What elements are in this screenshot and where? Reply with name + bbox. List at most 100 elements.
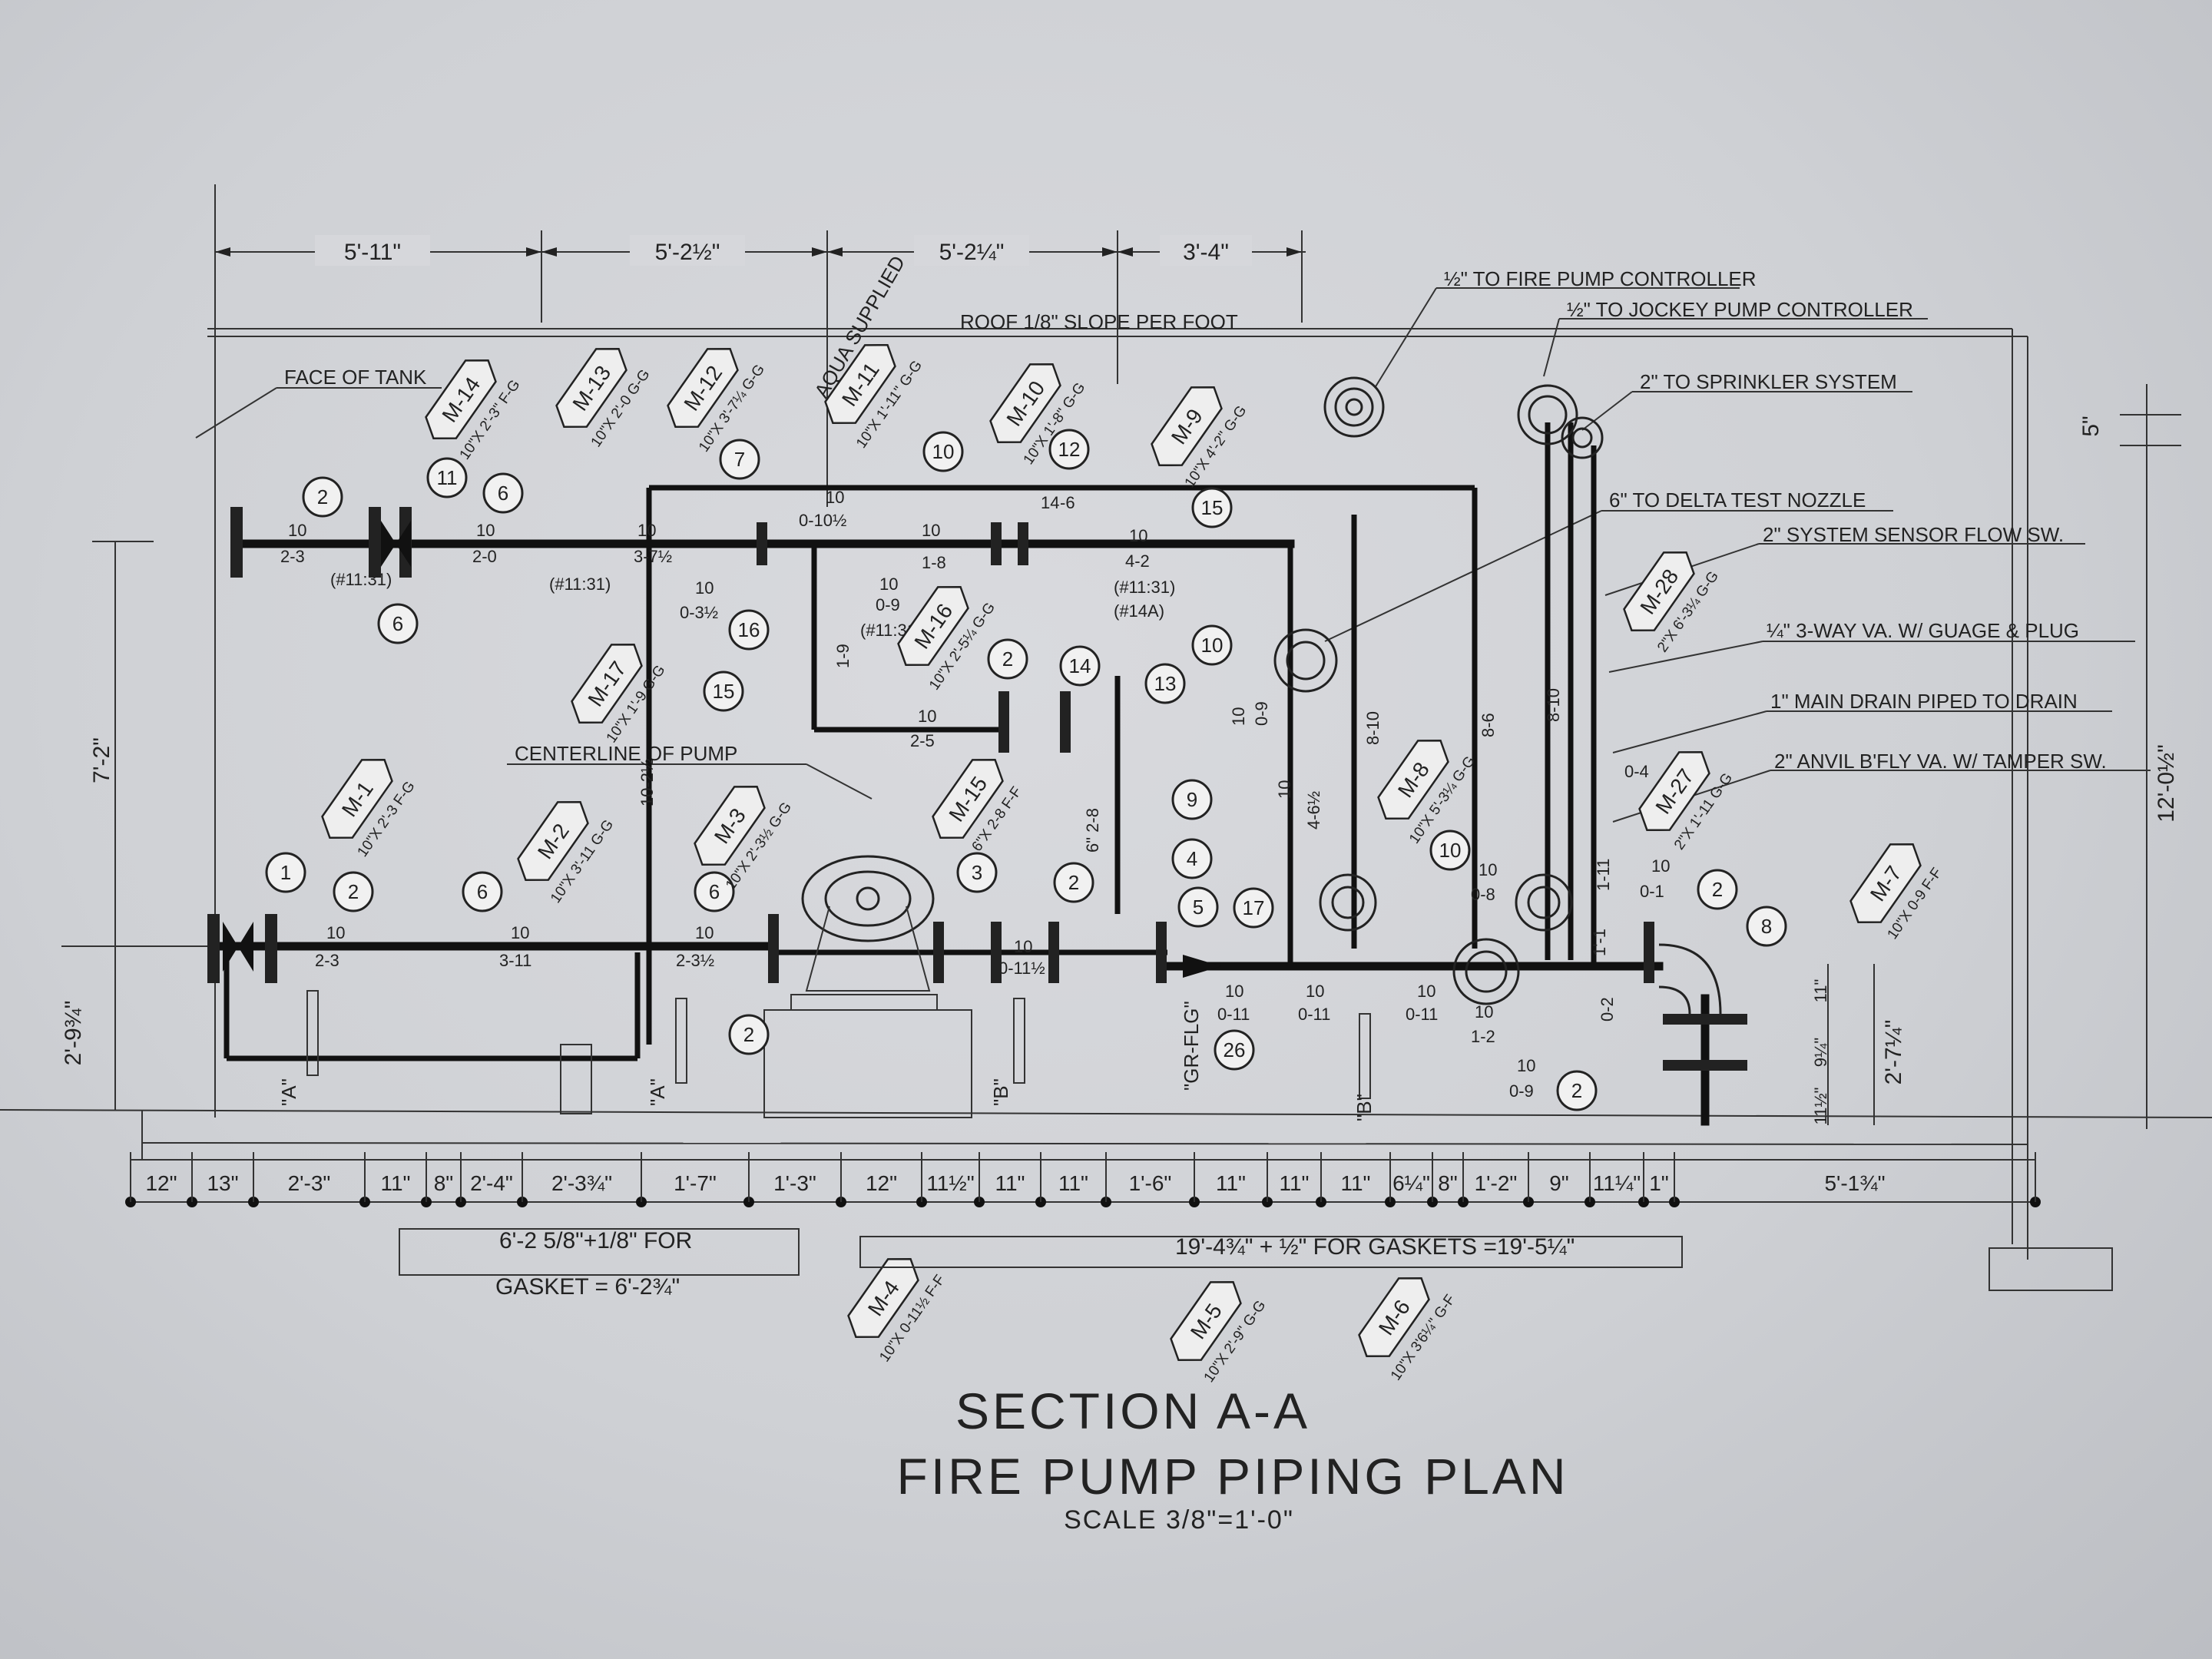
pipe-label-22: 104-6½	[1275, 780, 1323, 830]
bottom-dim-label: 11¼"	[1593, 1171, 1641, 1195]
item-bubble-number: 6	[498, 482, 508, 505]
note-face-of-tank: FACE OF TANK	[284, 366, 427, 389]
side-dimensions: 7'-2" 2'-9¾" 12'-0½" 5" 2'-7¼" 11" 9¼" 1…	[61, 384, 2181, 1129]
item-bubble-number: 2	[348, 880, 359, 903]
gasket-note-left-2: GASKET = 6'-2¾"	[495, 1274, 680, 1300]
v-2-8: 6" 2-8	[1083, 808, 1102, 853]
item-bubble-number: 2	[1712, 878, 1723, 901]
item-bubble-number: 2	[317, 485, 328, 508]
svg-text:1-8: 1-8	[922, 553, 946, 572]
v-1-11: 1-11	[1594, 859, 1613, 891]
v-8-10-a: 8-10	[1363, 711, 1382, 745]
item-bubble-number: 26	[1224, 1038, 1246, 1061]
bottom-dim-label: 11"	[1340, 1171, 1370, 1195]
equipment-tag: M-610"X 3'6¼" G-F	[1358, 1277, 1459, 1383]
pipe-label-12: 102-3½	[676, 923, 714, 970]
item-bubble-number: 6	[477, 880, 488, 903]
v-0-2: 0-2	[1598, 997, 1617, 1022]
item-bubble-number: 2	[1571, 1079, 1582, 1102]
bottom-dim-label: 11½"	[926, 1171, 974, 1195]
item-bubble: 8	[1746, 906, 1787, 947]
pipe-label-20: 100-1	[1640, 856, 1670, 901]
svg-text:3-7½: 3-7½	[634, 547, 672, 566]
item-bubble: 10	[922, 431, 964, 472]
note-3-way: ¼" 3-WAY VA. W/ GUAGE & PLUG	[1767, 619, 2079, 642]
item-bubble-number: 5	[1193, 896, 1204, 919]
bottom-dim-label: 11"	[380, 1171, 410, 1195]
svg-text:10: 10	[1275, 780, 1294, 799]
item-bubble: 26	[1214, 1029, 1255, 1071]
note-anvil-valve: 2" ANVIL B'FLY VA. W/ TAMPER SW.	[1774, 750, 2107, 773]
svg-text:10: 10	[476, 521, 495, 540]
svg-text:10: 10	[695, 923, 714, 942]
pipe-label-10: 102-3	[315, 923, 345, 970]
item-bubble: 2	[1556, 1070, 1598, 1111]
svg-text:-6: -6	[1060, 493, 1075, 512]
item-bubble-number: 8	[1761, 915, 1772, 938]
bottom-dim-label: 8"	[434, 1171, 454, 1195]
dim-left-upper: 7'-2"	[89, 737, 114, 783]
item-bubble: 2	[302, 476, 343, 518]
item-bubble-number: 16	[738, 618, 760, 641]
svg-text:4-2: 4-2	[1125, 551, 1150, 571]
pipe-label-13: 100-11½	[998, 937, 1045, 978]
top-dimension-string: 5'-11" 5'-2½" 5'-2¼" 3'-4"	[214, 184, 1306, 1118]
pipe-label-11: 103-11	[499, 923, 531, 970]
item-bubble-number: 2	[1002, 647, 1013, 671]
note-flow-switch: 2" SYSTEM SENSOR FLOW SW.	[1763, 523, 2064, 546]
note-centerline: CENTERLINE OF PUMP	[515, 742, 737, 765]
pipe-label-14: 100-11	[1217, 982, 1250, 1024]
bottom-dim-label: 6¼"	[1392, 1171, 1430, 1195]
bottom-dim-label: 9"	[1549, 1171, 1569, 1195]
dim-v-11-half: 11½"	[1811, 1088, 1830, 1125]
item-bubble-number: 10	[932, 440, 955, 463]
pipe-label-7: 104-2	[1125, 526, 1150, 571]
pipe-labels: 102-3 102-0 103-7½ 100-10½ 100-9 101-8 1…	[277, 488, 1670, 1121]
svg-text:2-0: 2-0	[472, 547, 497, 566]
bottom-dim-label: 2'-3"	[288, 1171, 331, 1195]
bottom-dim-label: 1'-6"	[1129, 1171, 1172, 1195]
item-bubble-number: 3	[972, 861, 982, 884]
top-dim-3: 5'-2¼"	[939, 240, 1005, 265]
item-bubble-number: 4	[1187, 847, 1197, 870]
item-bubble-number: 15	[1201, 496, 1224, 519]
support-b-right: "B"	[1353, 1094, 1376, 1121]
note-delta-nozzle: 6" TO DELTA TEST NOZZLE	[1609, 488, 1866, 512]
dim-v-11: 11"	[1811, 979, 1830, 1003]
item-bubble: 10	[1429, 830, 1471, 871]
item-bubble: 6	[482, 472, 524, 514]
bottom-dim-label: 13"	[207, 1171, 238, 1195]
svg-text:14: 14	[1041, 493, 1059, 512]
equipment-tag: M-156"X 2-8 F-F	[932, 758, 1025, 855]
svg-text:10: 10	[1229, 707, 1248, 726]
building-outline: ROOF 1/8" SLOPE PER FOOT	[0, 310, 2212, 1291]
bottom-dim-label: 1'-7"	[674, 1171, 717, 1195]
svg-text:10: 10	[695, 578, 714, 598]
item-bubble-number: 17	[1243, 896, 1265, 919]
equipment-tag: M-910"X 4'-2" G-G	[1151, 386, 1250, 491]
svg-text:2-3: 2-3	[280, 547, 305, 566]
pipe-label-19: 100-8	[1471, 860, 1497, 904]
item-bubble: 5	[1177, 886, 1219, 928]
title-block: SECTION A-A FIRE PUMP PIPING PLAN SCALE …	[897, 1382, 1569, 1535]
pipe-network	[210, 422, 1710, 1126]
v-8-10-b: 8-10	[1544, 688, 1563, 722]
dim-right-lower: 2'-7¼"	[1881, 1020, 1906, 1085]
svg-text:10: 10	[1417, 982, 1435, 1001]
bottom-dim-label: 11"	[1216, 1171, 1246, 1195]
ref-11-31-b: (#11:31)	[549, 575, 611, 594]
item-bubble: 9	[1171, 779, 1213, 820]
svg-text:0-9: 0-9	[1509, 1081, 1534, 1101]
equipment-tag: M-272"X 1'-11 G-G	[1638, 750, 1736, 853]
svg-text:10: 10	[1517, 1056, 1535, 1075]
item-bubble: 3	[956, 852, 998, 893]
svg-text:0-11: 0-11	[1406, 1005, 1438, 1024]
drawing-subtitle: FIRE PUMP PIPING PLAN	[897, 1448, 1569, 1505]
item-bubble: 1	[265, 852, 306, 893]
support-a-left: "A"	[277, 1078, 300, 1106]
item-bubble: 2	[1053, 862, 1094, 903]
drawing-title: SECTION A-A	[955, 1382, 1310, 1439]
